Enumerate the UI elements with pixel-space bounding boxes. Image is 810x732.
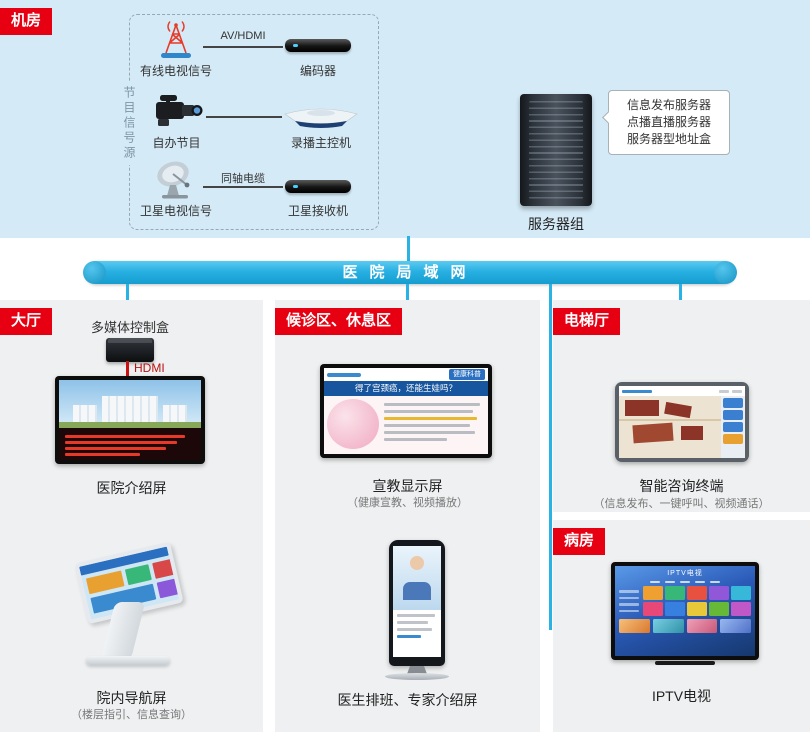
iptv-tv-stand xyxy=(655,661,715,665)
signage-neck xyxy=(407,666,427,674)
education-screen: 健康科普 得了宫颈癌，还能生娃吗？ xyxy=(324,368,488,454)
waiting-area-tag: 候诊区、休息区 xyxy=(275,308,403,335)
terminal-screen xyxy=(619,386,745,458)
connection-line xyxy=(203,186,283,188)
network-bar: 医院局域网 xyxy=(83,261,737,284)
ground-strip xyxy=(59,422,201,428)
education-header: 健康科普 xyxy=(324,368,488,381)
iptv-thumbnail-row xyxy=(615,616,755,633)
ward-section: 病房 IPTV电视 xyxy=(553,520,810,732)
self-program-label: 自办节目 xyxy=(152,136,201,150)
article-image xyxy=(327,399,379,449)
ward-link-line xyxy=(549,284,552,630)
control-box xyxy=(106,338,154,362)
iptv-nav-row xyxy=(615,581,755,583)
callout-line-1: 信息发布服务器 xyxy=(626,98,711,112)
satellite-tv-label: 卫星电视信号 xyxy=(139,204,212,218)
hdmi-cable xyxy=(126,361,129,376)
coaxial-label: 同轴电缆 xyxy=(221,173,265,185)
health-science-badge: 健康科普 xyxy=(449,369,485,380)
signage-screen xyxy=(393,546,441,657)
callout-line-2: 点播直播服务器 xyxy=(626,115,711,129)
nav-screen-title: 院内导航屏 xyxy=(96,690,167,706)
elevator-hall-section: 电梯厅 xyxy=(553,300,810,512)
machine-room-tag: 机房 xyxy=(0,8,53,35)
terminal-button-column xyxy=(721,396,745,458)
iptv-tv: IPTV电视 xyxy=(611,562,759,660)
hdmi-label: HDMI xyxy=(134,361,165,375)
nav-screen-subtitle: （楼层指引、信息查询） xyxy=(71,709,192,721)
intro-screen-title: 医院介绍屏 xyxy=(96,480,167,496)
hospital-photo xyxy=(59,380,201,428)
connection-line xyxy=(203,46,283,48)
server-rack xyxy=(520,94,592,206)
floor-map xyxy=(619,396,721,458)
lobby-section: 大厅 多媒体控制盒 HDMI 医院介绍屏 xyxy=(0,300,263,732)
education-tv: 健康科普 得了宫颈癌，还能生娃吗？ xyxy=(320,364,492,458)
server-callout-bubble: 信息发布服务器 点播直播服务器 服务器型地址盒 xyxy=(602,90,730,155)
standing-signage xyxy=(389,540,445,666)
ward-tag: 病房 xyxy=(553,528,606,555)
edu-screen-subtitle: （健康宣教、视频播放） xyxy=(347,497,468,509)
elevator-hall-tag: 电梯厅 xyxy=(553,308,621,335)
iptv-screen-header: IPTV电视 xyxy=(667,570,703,577)
encoder-device xyxy=(285,39,351,52)
iptv-screen: IPTV电视 xyxy=(615,566,755,656)
terminal-title: 智能咨询终端 xyxy=(639,478,724,494)
camcorder-icon xyxy=(156,95,203,126)
led-text-band xyxy=(59,428,201,460)
waiting-area-section: 候诊区、休息区 健康科普 得了宫颈癌，还能生娃吗？ xyxy=(275,300,540,732)
iptv-menu-column xyxy=(619,586,639,616)
doctor-head xyxy=(410,556,424,571)
terminal-header xyxy=(619,386,745,396)
elevator-link-line xyxy=(679,284,682,308)
terminal-logo-bar xyxy=(622,389,652,393)
signal-source-side-label: 节目信号源 xyxy=(120,82,139,165)
cable-tv-label: 有线电视信号 xyxy=(139,64,212,78)
iptv-app-tiles xyxy=(643,586,751,616)
education-headline: 得了宫颈癌，还能生娃吗？ xyxy=(324,381,488,396)
av-hdmi-label: AV/HDMI xyxy=(220,30,266,42)
hospital-logo-bar xyxy=(327,372,361,377)
building-main xyxy=(101,396,159,422)
antenna-icon xyxy=(161,21,191,58)
kiosk-base xyxy=(86,656,170,665)
server-group-label: 服务器组 xyxy=(528,216,584,232)
hospital-intro-tv xyxy=(55,376,205,464)
receiver-device xyxy=(285,180,351,193)
receiver-label: 卫星接收机 xyxy=(287,204,348,218)
doctor-torso xyxy=(403,582,431,601)
lobby-tag: 大厅 xyxy=(0,308,53,335)
recorder-label: 录播主控机 xyxy=(290,136,351,150)
machine-room-section: 机房 节目信号源 有线电视信号 AV/HDMI 编码器 自办节目 xyxy=(0,0,810,238)
connection-line xyxy=(206,116,282,118)
callout-line-3: 服务器型地址盒 xyxy=(626,132,711,146)
iptv-title-label: IPTV电视 xyxy=(651,688,712,704)
iptv-main-area xyxy=(615,586,755,616)
building-wing xyxy=(162,405,187,422)
edu-screen-title: 宣教显示屏 xyxy=(372,478,443,494)
doctor-screen-title: 医生排班、专家介绍屏 xyxy=(337,692,478,708)
waiting-link-line xyxy=(406,284,409,312)
smart-terminal-tablet xyxy=(615,382,749,462)
hospital-intro-screen xyxy=(59,380,201,460)
satellite-dish-icon xyxy=(157,161,190,199)
article-text-block xyxy=(384,399,485,451)
uplink-line xyxy=(407,236,410,263)
recorder-device xyxy=(284,108,358,128)
doctor-photo xyxy=(393,546,441,611)
signage-base xyxy=(385,673,449,680)
terminal-body xyxy=(619,396,745,458)
encoder-label: 编码器 xyxy=(299,64,336,78)
terminal-subtitle: （信息发布、一键呼叫、视频通话） xyxy=(593,498,770,510)
education-body xyxy=(324,396,488,454)
control-box-label: 多媒体控制盒 xyxy=(90,320,169,335)
building-wing xyxy=(73,405,98,422)
